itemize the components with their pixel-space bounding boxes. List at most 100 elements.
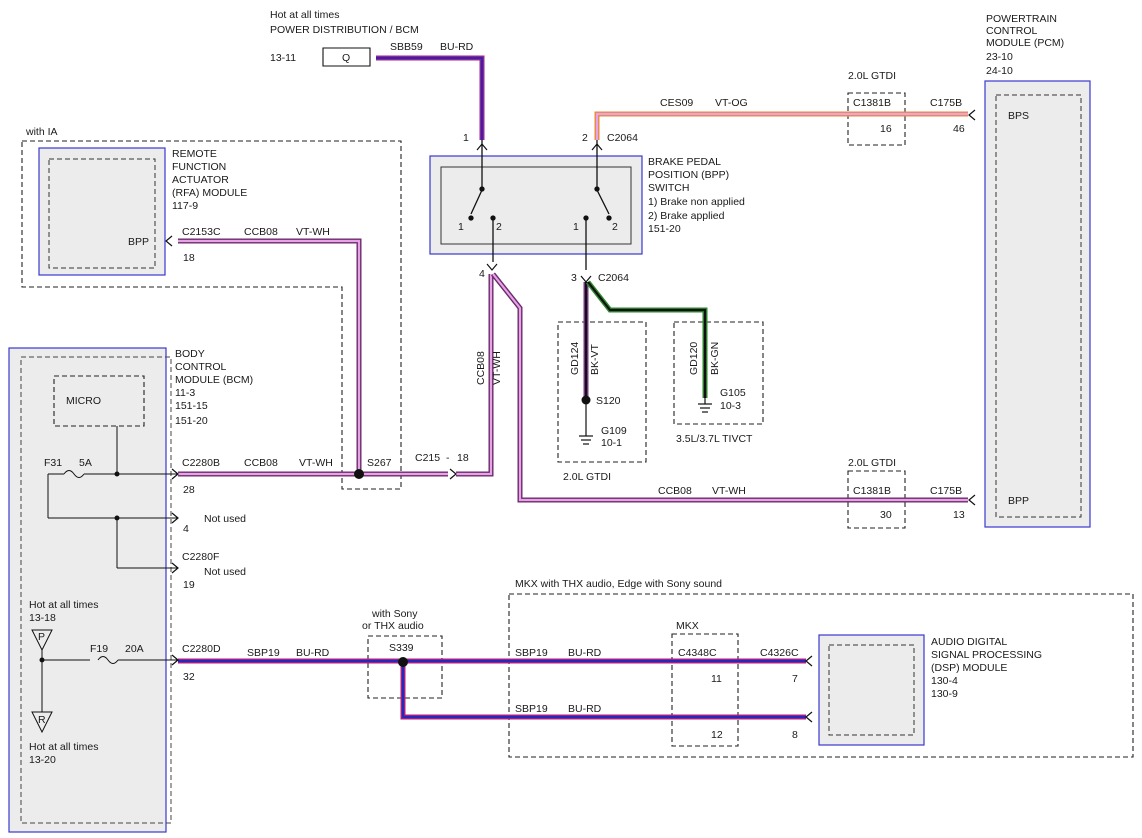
micro-label: MICRO: [66, 395, 101, 407]
fuse-f19-label: F19: [90, 643, 108, 655]
c2280f-label: C2280F: [182, 551, 219, 563]
gtdi-ground-box: [557, 321, 647, 463]
wire-sbb59-insulation: [376, 55, 485, 140]
c2153c-label: C2153C: [182, 226, 221, 238]
ccb08-upper-circuit-label: CCB08: [244, 226, 278, 238]
c1381b-top-box: [847, 92, 906, 146]
vt-wh-vertical-color-label: VT-WH: [491, 351, 503, 385]
not-used-label-1: Not used: [204, 513, 246, 525]
bpp-contact-r2: 2: [612, 221, 618, 233]
bpp-switch-contacts: [468, 140, 612, 270]
fuse-f19-rating: 20A: [125, 643, 144, 655]
c175b-bottom-pin: 13: [953, 509, 965, 521]
bcm-name-2: CONTROL: [175, 361, 226, 373]
rfa-name-2: FUNCTION: [172, 161, 226, 173]
bcm-page-3: 151-20: [175, 415, 208, 427]
g109-label: G109: [601, 425, 627, 437]
sbp19-left-circuit-label: SBP19: [247, 647, 280, 659]
rfa-option-label: with IA: [25, 126, 58, 138]
micro-box: [53, 375, 145, 427]
c215-dash: -: [446, 452, 450, 464]
audio-option-label: MKX with THX audio, Edge with Sony sound: [515, 578, 722, 590]
s339-option-2: or THX audio: [362, 620, 424, 632]
ccb08-lower-circuit-label: CCB08: [658, 485, 692, 497]
c175b-top-pin: 46: [953, 123, 965, 135]
bpp-contact-l2: 2: [496, 221, 502, 233]
rfa-name-4: (RFA) MODULE: [172, 187, 247, 199]
c215-pin: 18: [457, 452, 469, 464]
bpp-state-2: 2) Brake applied: [648, 210, 725, 222]
s339-label: S339: [389, 642, 414, 654]
audio-option-outline: [508, 593, 1134, 758]
wires: [178, 55, 968, 720]
tivct-label: 3.5L/3.7L TIVCT: [676, 433, 753, 445]
c215-label: C215: [415, 452, 440, 464]
wire-ces09-insulation: [594, 111, 968, 140]
gtdi-bottom-label: 2.0L GTDI: [848, 457, 896, 469]
vt-wh-upper-color-label: VT-WH: [296, 226, 330, 238]
bpp-name-2: POSITION (BPP): [648, 169, 729, 181]
rfa-option-outline: [21, 140, 402, 490]
s267-splice: [354, 469, 364, 479]
bcm-module: [8, 347, 172, 833]
rfa-module: [38, 147, 166, 276]
wire-sbb59: [376, 56, 484, 140]
bcm-page-1: 11-3: [175, 387, 195, 399]
bpp-pin-bottom-left: 4: [479, 268, 485, 280]
gtdi-top-label: 2.0L GTDI: [848, 70, 896, 82]
pcm-module: [984, 80, 1091, 528]
bcm-pin-32: 32: [183, 671, 195, 683]
c4326c-pin-8: 8: [792, 729, 798, 741]
s339-splice: [398, 657, 408, 667]
bcm-pin-19: 19: [183, 579, 195, 591]
fuse-f31-rating: 5A: [79, 457, 92, 469]
bcm-hot-top-page: 13-18: [29, 612, 56, 624]
symbol-p-letter: P: [38, 631, 45, 643]
wire-gd120: [587, 281, 707, 398]
sbb59-circuit-label: SBB59: [390, 41, 423, 53]
c1381b-bottom-pin: 30: [880, 509, 892, 521]
power-hot-label: Hot at all times: [270, 9, 339, 21]
bpp-pin-top-left: 1: [463, 132, 469, 144]
c4348c-pin-11: 11: [711, 673, 722, 685]
dsp-name-2: SIGNAL PROCESSING: [931, 649, 1042, 661]
bcm-internal-circuit: [31, 426, 178, 734]
bpp-contact-r1: 1: [573, 221, 579, 233]
sbb59-color-label: BU-RD: [440, 41, 474, 53]
ground-symbols: [579, 398, 712, 445]
bcm-page-2: 151-15: [175, 400, 208, 412]
bcm-name-1: BODY: [175, 348, 205, 360]
bpp-contact-l1: 1: [458, 221, 464, 233]
c2280d-label: C2280D: [182, 643, 221, 655]
bcm-pin-4: 4: [183, 523, 189, 535]
dsp-module: [818, 634, 925, 746]
wire-sbp19-lower: [401, 662, 806, 719]
bk-gn-color-label: BK-GN: [709, 342, 721, 375]
s339-option-1: with Sony: [371, 608, 418, 620]
gd120-circuit-label: GD120: [688, 342, 700, 375]
c1381b-bottom-box: [847, 470, 906, 529]
s120-splice: [581, 395, 591, 405]
c1381b-top-label: C1381B: [853, 97, 891, 109]
bpp-state-1: 1) Brake non applied: [648, 196, 745, 208]
dsp-name-1: AUDIO DIGITAL: [931, 636, 1007, 648]
power-page-ref: 13-11: [270, 52, 296, 64]
wire-ccb08-c215: [456, 274, 493, 476]
pcm-pin-bpp: BPP: [1008, 495, 1029, 507]
bk-vt-color-label: BK-VT: [589, 343, 601, 375]
bcm-hot-bottom-label: Hot at all times: [29, 741, 98, 753]
c2064-top-label: C2064: [607, 132, 638, 144]
mkx-box: [671, 633, 739, 747]
wire-ccb08-rfa: [178, 239, 361, 474]
bpp-switch-body: [429, 155, 643, 255]
bcm-hot-bottom-page: 13-20: [29, 754, 56, 766]
power-source-q-symbol: [322, 47, 371, 67]
vt-wh-lower-color-label: VT-WH: [712, 485, 746, 497]
tivct-ground-box: [673, 321, 764, 425]
c175b-bottom-label: C175B: [930, 485, 962, 497]
bu-rd-left-color-label: BU-RD: [296, 647, 330, 659]
ces09-circuit-label: CES09: [660, 97, 693, 109]
rfa-name-3: ACTUATOR: [172, 174, 229, 186]
